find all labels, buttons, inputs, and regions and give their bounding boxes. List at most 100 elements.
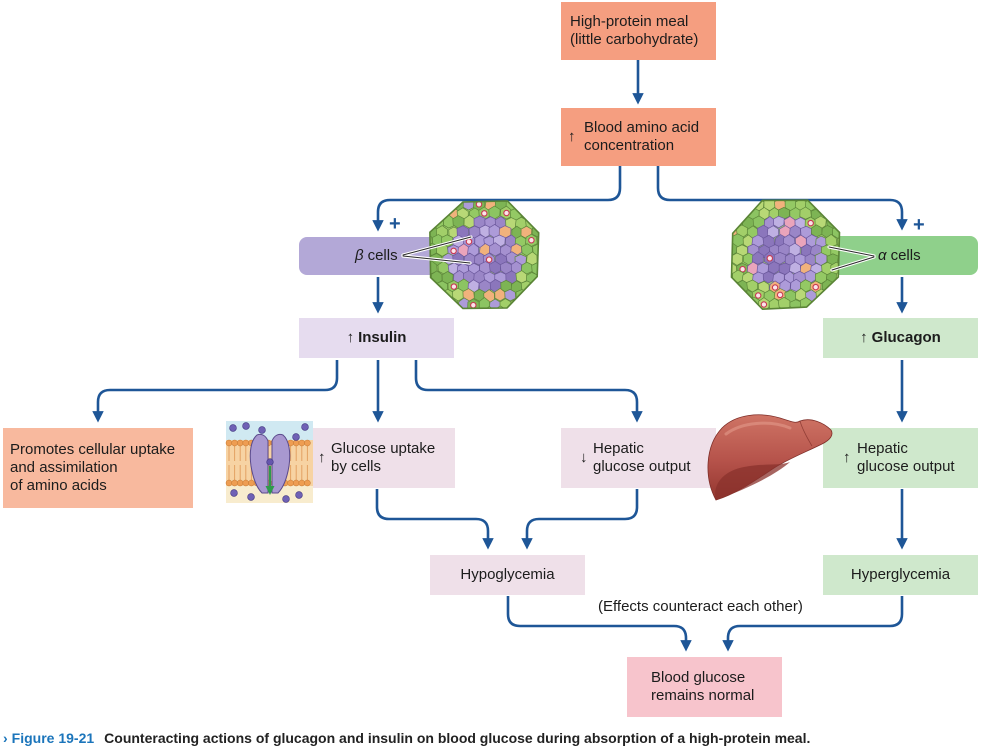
glucose-molecule <box>292 433 300 441</box>
amino-uptake-line-3: of amino acids <box>10 477 107 494</box>
islet-cell <box>736 296 750 310</box>
amino-line-1: Blood amino acid <box>584 119 700 136</box>
islet-cell <box>789 299 802 310</box>
islet-cell <box>536 252 539 267</box>
beta-stimulation-plus: + <box>389 213 401 235</box>
hyperglycemia-label: Hyperglycemia <box>850 566 951 583</box>
islet-cell <box>777 296 791 310</box>
cell-membrane-transporter-icon <box>225 421 313 503</box>
islet-cell <box>794 234 807 249</box>
islet-cell-nucleus <box>766 255 774 262</box>
caption-marker: › <box>3 730 8 746</box>
caption-figure-number: Figure 19-21 <box>11 730 95 746</box>
increase-arrow-icon: ↑ <box>860 329 868 346</box>
lipid-head <box>231 479 238 487</box>
islet-cell <box>825 288 838 302</box>
alpha-cells-box: α cells <box>823 236 978 275</box>
islet-cell <box>469 200 481 204</box>
glucose-molecule <box>247 493 255 501</box>
hepatic-increase-line-2: glucose output <box>857 458 955 475</box>
decrease-arrow-icon: ↓ <box>580 449 588 466</box>
lipid-head <box>242 439 250 447</box>
islet-cell-nucleus <box>812 283 819 291</box>
islet-cells <box>731 200 840 310</box>
liver-icon <box>707 414 833 501</box>
lipid-head <box>292 439 300 447</box>
increase-arrow-icon: ↑ <box>346 329 355 346</box>
islet-outline <box>730 199 841 311</box>
glucose-molecule <box>301 423 309 431</box>
glucose-molecule <box>230 489 238 497</box>
hypoglycemia-box: Hypoglycemia <box>430 555 585 595</box>
arrow-hyperglycemia-to-normal <box>722 596 904 652</box>
glucose-uptake-box: ↑ Glucose uptake by cells <box>313 428 455 488</box>
islet-cell <box>478 188 489 200</box>
islet-cell <box>731 233 733 248</box>
amino-uptake-line-2: and assimilation <box>10 459 118 476</box>
glucagon-box: ↑ Glucagon <box>823 318 978 358</box>
hepatic-decrease-line-1: Hepatic <box>593 440 644 457</box>
islet-cell <box>510 298 523 309</box>
islet-cell <box>732 288 745 303</box>
lipid-head <box>292 479 300 487</box>
islet-cell-nucleus <box>450 247 457 255</box>
arrow-uptake-to-hypoglycemia <box>375 489 494 550</box>
glucagon-label: Glucagon <box>871 329 941 346</box>
islet-cell-nucleus <box>760 301 768 308</box>
islet-cells <box>429 188 539 309</box>
alpha-cells-label: cells <box>890 246 921 264</box>
increase-arrow-icon: ↑ <box>318 449 326 466</box>
alpha-symbol: α <box>878 246 887 264</box>
islet-cell <box>515 200 528 212</box>
normal-line-1: Blood glucose <box>651 669 746 686</box>
arrow-insulin-to-hepatic-decrease <box>414 360 643 423</box>
glucose-molecule <box>242 422 250 430</box>
islet-cell <box>489 242 502 257</box>
increase-arrow-icon: ↑ <box>568 128 576 145</box>
islet-cell <box>478 297 491 309</box>
hepatic-output-increase-box: ↑ Hepatic glucose output <box>823 428 978 488</box>
caption-text: Counteracting actions of glucagon and in… <box>104 730 811 746</box>
arrow-hepatic-decrease-to-hypoglycemia <box>521 489 639 550</box>
hepatic-increase-line-1: Hepatic <box>857 440 908 457</box>
islet-cell-nucleus <box>470 301 477 309</box>
amino-uptake-box: Promotes cellular uptake and assimilatio… <box>3 428 193 508</box>
islet-cell-nucleus <box>465 238 473 245</box>
blood-glucose-normal-box: Blood glucose remains normal <box>627 657 782 717</box>
islet-cell <box>762 271 775 284</box>
hepatic-output-decrease-box: ↓ Hepatic glucose output <box>561 428 716 488</box>
amino-line-2: concentration <box>584 137 675 154</box>
lipid-head <box>298 479 306 487</box>
islet-cell-nucleus <box>776 291 784 299</box>
amino-uptake-line-1: Promotes cellular uptake <box>10 441 176 458</box>
islet-cell <box>536 232 539 247</box>
alpha-stimulation-plus: + <box>913 214 925 236</box>
islet-cell <box>820 296 833 310</box>
beta-cells-leader-lines <box>401 235 473 265</box>
glucose-flow-arrowhead <box>265 486 275 495</box>
glucose-molecule <box>258 426 266 434</box>
arrow-insulin-to-amino-uptake <box>92 360 339 423</box>
islet-cell-nucleus <box>481 210 488 217</box>
lipid-head <box>225 479 233 487</box>
alpha-cells-leader-lines <box>827 245 876 272</box>
islet-cell-nucleus <box>503 209 510 217</box>
insulin-box: ↑ Insulin <box>299 318 454 358</box>
islet-cell <box>488 200 501 202</box>
glucose-molecule <box>295 491 303 499</box>
islet-cell-nucleus <box>771 284 779 291</box>
islet-cell-nucleus <box>450 283 458 290</box>
lipid-head <box>298 439 306 447</box>
islet-cell-nucleus <box>739 265 746 273</box>
islet-outline <box>429 200 540 310</box>
glucose-uptake-line-1: Glucose uptake <box>331 440 436 457</box>
islet-cell-nucleus <box>485 256 493 263</box>
islet-cell-nucleus <box>807 219 814 227</box>
lipid-head <box>236 439 244 447</box>
meal-line-1: High-protein meal <box>570 13 689 30</box>
islet-cell <box>441 200 455 211</box>
lipid-head <box>248 479 255 487</box>
islet-cell <box>741 200 754 212</box>
